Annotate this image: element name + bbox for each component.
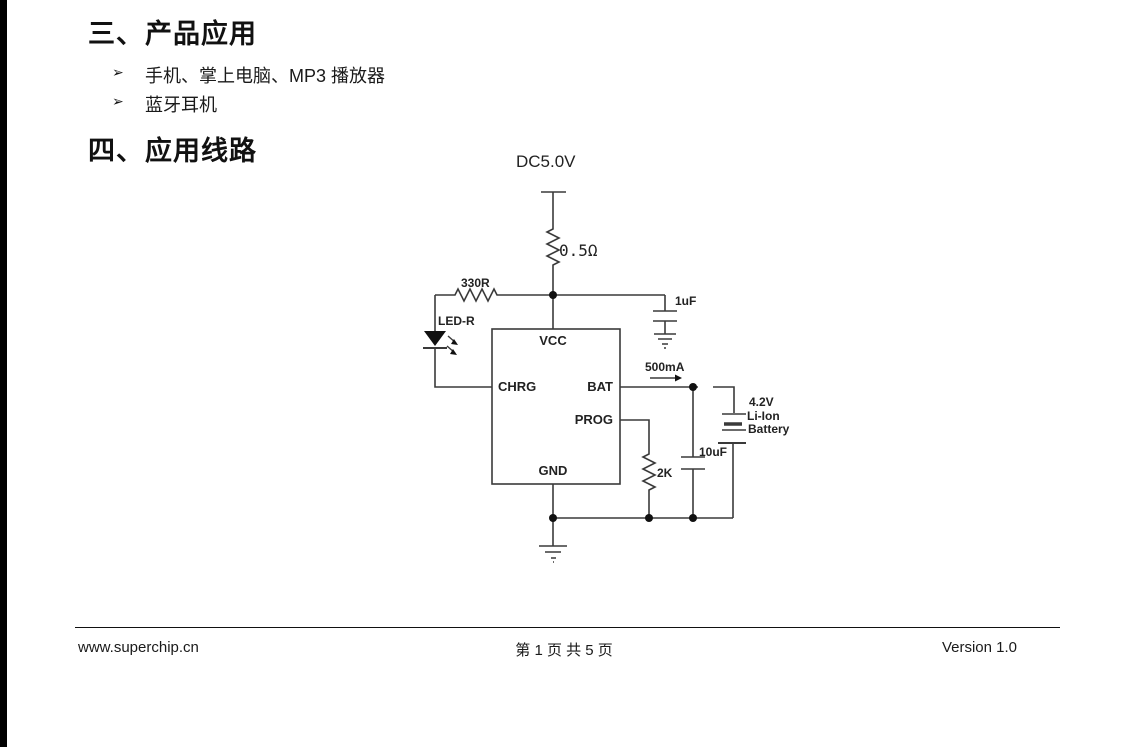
led-resistor-symbol	[435, 287, 553, 303]
current-arrow-head	[675, 374, 682, 382]
led-ray-arrowhead	[451, 339, 458, 345]
led-label: LED-R	[438, 314, 475, 328]
dc-supply-label: DC5.0V	[516, 152, 576, 171]
section-title: 应用线路	[145, 136, 257, 166]
battery-name-label: Battery	[748, 422, 790, 436]
section-title: 产品应用	[145, 19, 257, 49]
sense-resistor-symbol	[545, 227, 561, 268]
section-number: 四、	[88, 136, 144, 166]
footer-divider	[75, 627, 1060, 628]
input-cap-value: 1uF	[675, 294, 696, 308]
arrow-bullet-icon: ➢	[112, 64, 124, 80]
ic-pin-prog: PROG	[575, 412, 613, 427]
list-item-text: 蓝牙耳机	[145, 95, 217, 115]
wire-chrg	[434, 348, 492, 388]
ic-pin-chrg: CHRG	[498, 379, 536, 394]
battery-chemistry-label: Li-Ion	[747, 409, 780, 423]
junction-dot	[689, 514, 697, 522]
prog-resistor-value: 2K	[657, 466, 673, 480]
led-resistor-value: 330R	[461, 276, 490, 290]
junction-dot	[549, 291, 557, 299]
arrow-bullet-icon: ➢	[112, 93, 124, 109]
charger-ic-body	[491, 328, 621, 485]
wire-prog	[620, 419, 650, 452]
list-item-text: 手机、掌上电脑、MP3 播放器	[145, 66, 386, 86]
ic-pin-vcc: VCC	[539, 333, 567, 348]
footer-page-info: 第 1 页 共 5 页	[515, 642, 613, 659]
ic-pin-bat: BAT	[587, 379, 613, 394]
footer-version: Version 1.0	[941, 639, 1017, 656]
junction-dot	[689, 383, 697, 391]
ground-symbol-main	[539, 545, 567, 563]
ground-symbol-input-cap	[654, 333, 676, 349]
battery-voltage-label: 4.2V	[749, 395, 774, 409]
junction-dot	[549, 514, 557, 522]
led-diode-icon	[424, 331, 446, 346]
prog-resistor-symbol	[641, 452, 657, 492]
sense-resistor-value: 0.5Ω	[559, 241, 598, 260]
page-left-border	[0, 0, 7, 747]
ic-pin-gnd: GND	[539, 463, 568, 478]
junction-dot	[645, 514, 653, 522]
charge-current-label: 500mA	[645, 360, 685, 374]
section-number: 三、	[88, 19, 144, 49]
led-ray-arrowhead	[450, 349, 457, 355]
wire-battery-positive	[713, 386, 735, 413]
footer-website: www.superchip.cn	[78, 639, 199, 656]
output-cap-value: 10uF	[699, 445, 727, 459]
